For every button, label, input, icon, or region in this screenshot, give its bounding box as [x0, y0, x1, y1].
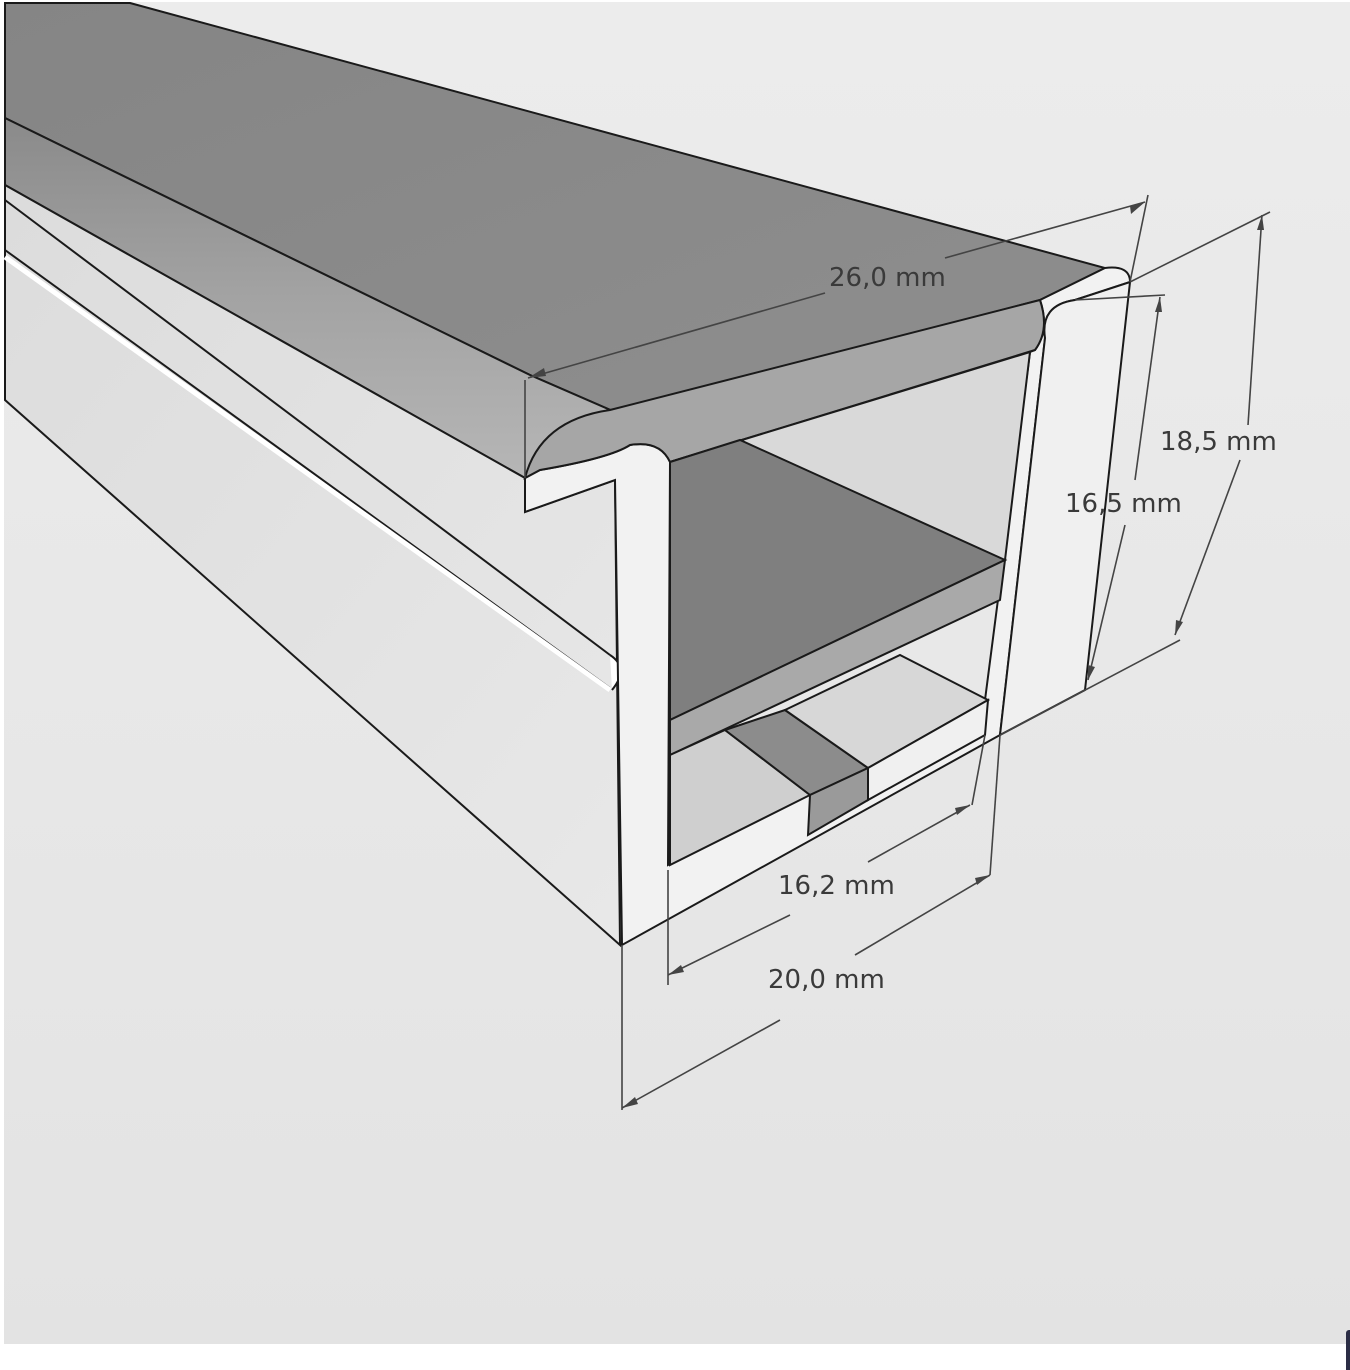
dim-outer-width: 20,0 mm	[768, 965, 885, 995]
dim-outer-height: 18,5 mm	[1160, 427, 1277, 457]
dim-inner-width: 16,2 mm	[778, 871, 895, 901]
dimension-lines	[524, 194, 1271, 1110]
scroll-edge-tab	[1346, 1330, 1350, 1370]
dimension-arrows	[528, 202, 1264, 1108]
dim-inner-height: 16,5 mm	[1065, 489, 1182, 519]
dim-top-width: 26,0 mm	[829, 263, 946, 293]
inner-channel	[669, 350, 1032, 867]
